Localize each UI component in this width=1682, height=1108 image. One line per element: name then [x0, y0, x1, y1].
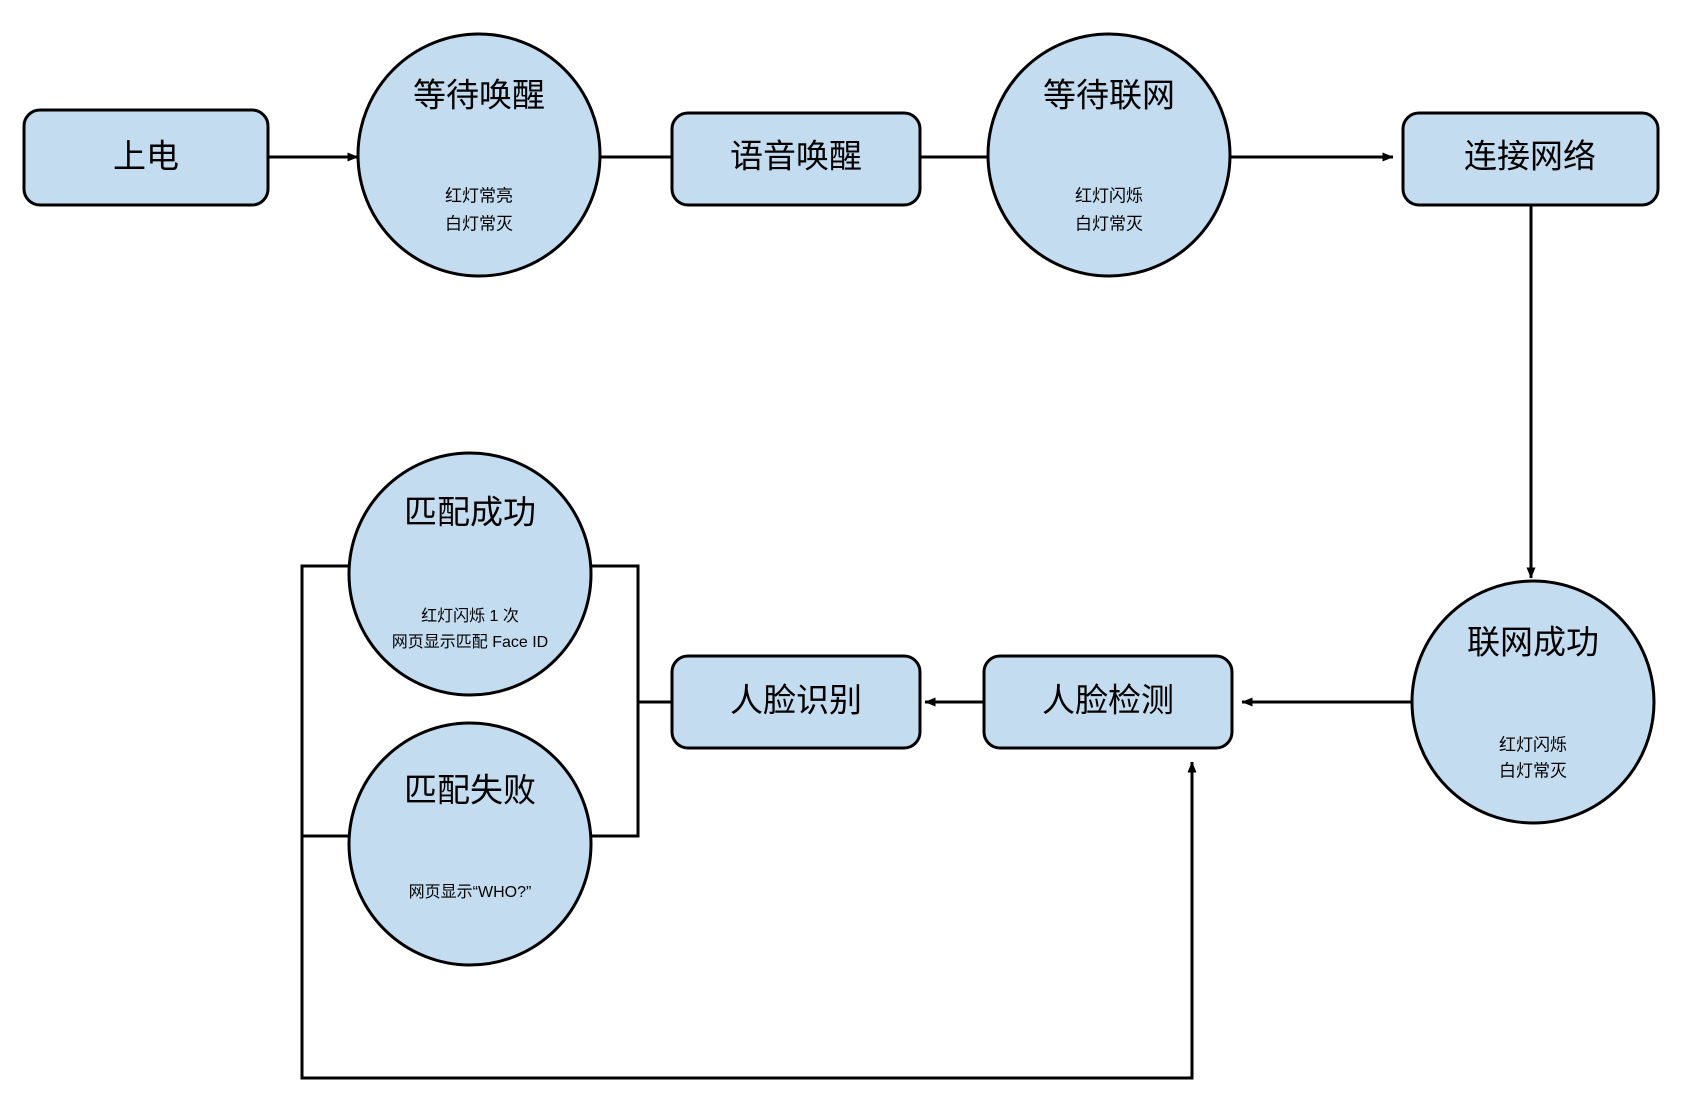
- node-match-success-shape[interactable]: [347, 451, 593, 697]
- node-power-on-label: 上电: [113, 138, 179, 175]
- edge-match-fail-to-face-detect-loop: [300, 761, 1197, 1080]
- node-face-detect-shape[interactable]: [982, 654, 1234, 750]
- node-match-success-sub-1: 红灯闪烁 1 次: [421, 607, 519, 625]
- node-match-fail-shape[interactable]: [347, 721, 593, 967]
- node-match-fail-sub-1: 网页显示“WHO?”: [409, 884, 532, 901]
- node-wait-wake-label: 等待唤醒: [413, 77, 545, 114]
- node-network-success-shape[interactable]: [1410, 579, 1656, 825]
- edge-face-recognize-to-match-success: [590, 564, 672, 704]
- edge-match-results-left-bracket: [300, 564, 358, 838]
- node-connect-network[interactable]: 连接网络: [1401, 111, 1660, 207]
- node-connect-network-shape[interactable]: [1401, 111, 1660, 207]
- edges-layer: [268, 152, 1536, 1080]
- node-wait-network-sub-2: 白灯常灭: [1075, 214, 1143, 233]
- node-voice-wake-shape[interactable]: [670, 111, 922, 207]
- node-wait-network[interactable]: 等待联网 红灯闪烁 白灯常灭: [986, 32, 1232, 278]
- node-face-detect[interactable]: 人脸检测: [982, 654, 1234, 750]
- node-match-fail-label: 匹配失败: [404, 772, 536, 809]
- node-connect-network-label: 连接网络: [1464, 138, 1596, 175]
- node-wait-network-label: 等待联网: [1043, 77, 1175, 114]
- node-face-recognize[interactable]: 人脸识别: [670, 654, 922, 750]
- node-network-success-label: 联网成功: [1467, 624, 1599, 661]
- node-network-success-sub-2: 白灯常灭: [1499, 761, 1567, 780]
- node-match-success-sub-2: 网页显示匹配 Face ID: [392, 633, 548, 651]
- edge-face-recognize-to-match-fail: [590, 702, 640, 838]
- node-face-detect-label: 人脸检测: [1042, 682, 1174, 719]
- node-wait-network-sub-1: 红灯闪烁: [1075, 186, 1143, 205]
- node-power-on[interactable]: 上电: [22, 108, 270, 207]
- node-power-on-shape[interactable]: [22, 108, 270, 207]
- node-match-fail[interactable]: 匹配失败 网页显示“WHO?”: [347, 721, 593, 967]
- node-wait-wake-sub-1: 红灯常亮: [445, 186, 513, 205]
- node-network-success-sub-1: 红灯闪烁: [1499, 735, 1567, 754]
- node-voice-wake-label: 语音唤醒: [730, 138, 862, 175]
- node-wait-wake-shape[interactable]: [356, 32, 602, 278]
- node-wait-wake-sub-2: 白灯常灭: [445, 214, 513, 233]
- node-wait-network-shape[interactable]: [986, 32, 1232, 278]
- node-face-recognize-label: 人脸识别: [730, 682, 862, 719]
- node-voice-wake[interactable]: 语音唤醒: [670, 111, 922, 207]
- node-match-success-label: 匹配成功: [404, 494, 536, 531]
- node-network-success[interactable]: 联网成功 红灯闪烁 白灯常灭: [1410, 579, 1656, 825]
- node-face-recognize-shape[interactable]: [670, 654, 922, 750]
- node-match-success[interactable]: 匹配成功 红灯闪烁 1 次 网页显示匹配 Face ID: [347, 451, 593, 697]
- node-wait-wake[interactable]: 等待唤醒 红灯常亮 白灯常灭: [356, 32, 602, 278]
